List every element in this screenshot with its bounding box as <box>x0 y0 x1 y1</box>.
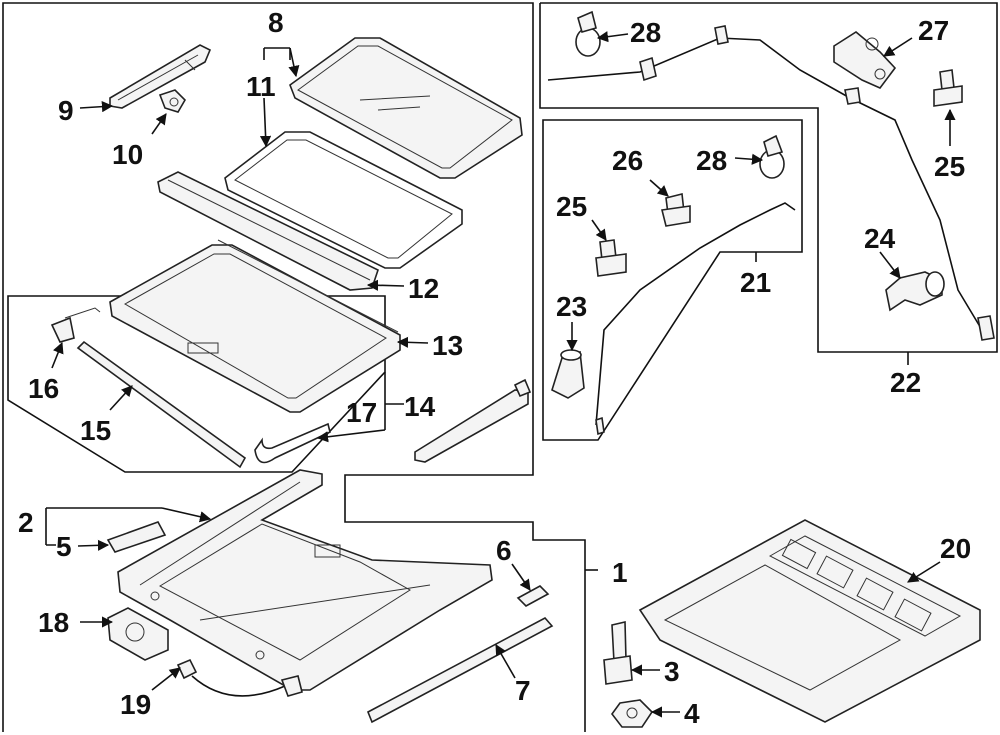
part-2-frame-assembly <box>117 469 493 691</box>
callout-28-top: 28 <box>630 17 661 48</box>
part-28-clip-mid <box>759 134 785 179</box>
callout-4: 4 <box>684 698 700 729</box>
part-7-trim-strip <box>366 616 554 724</box>
callout-labels: 1 2 3 4 5 6 7 8 9 10 11 12 13 14 15 16 1… <box>18 7 971 729</box>
part-25-clip-mid <box>595 239 627 277</box>
part-26-clip <box>661 193 691 227</box>
callout-16: 16 <box>28 373 59 404</box>
callout-22: 22 <box>890 367 921 398</box>
callout-19: 19 <box>120 689 151 720</box>
part-27-connector <box>833 31 897 89</box>
callout-28-mid: 28 <box>696 145 727 176</box>
part-28-clip-top <box>575 10 601 57</box>
callout-6: 6 <box>496 535 512 566</box>
part-19-motor-harness <box>176 658 303 697</box>
callout-25-mid: 25 <box>556 191 587 222</box>
part-3-bolt <box>603 621 633 685</box>
callout-10: 10 <box>112 139 143 170</box>
part-8-glass-panel <box>289 37 523 179</box>
callout-13: 13 <box>432 330 463 361</box>
callout-23: 23 <box>556 291 587 322</box>
callout-9: 9 <box>58 95 74 126</box>
part-23-drain-valve <box>551 349 585 399</box>
callout-5: 5 <box>56 531 72 562</box>
callout-1: 1 <box>612 557 628 588</box>
callout-27: 27 <box>918 15 949 46</box>
part-18-motor <box>107 607 169 661</box>
callout-15: 15 <box>80 415 111 446</box>
part-21-harness <box>595 202 796 436</box>
part-guide-rail-right <box>414 378 532 463</box>
callout-8: 8 <box>268 7 284 38</box>
callout-7: 7 <box>515 675 531 706</box>
part-4-nut <box>611 699 654 728</box>
part-24-grommet <box>885 271 945 312</box>
callout-3: 3 <box>664 656 680 687</box>
callout-24: 24 <box>864 223 896 254</box>
part-20-reinforcement-frame <box>638 519 981 723</box>
part-6-pad <box>516 585 550 607</box>
part-22-harness <box>547 25 995 341</box>
part-5-shim <box>106 521 167 553</box>
part-11-glass-seal <box>224 131 463 269</box>
callout-leaders <box>45 31 956 718</box>
callout-21: 21 <box>740 267 771 298</box>
part-15-sunshade-rail <box>76 340 247 469</box>
part-16-guide-end <box>50 307 101 343</box>
part-17-drain-hose <box>254 422 331 464</box>
callout-26: 26 <box>612 145 643 176</box>
callout-11: 11 <box>246 71 276 102</box>
callout-12: 12 <box>408 273 439 304</box>
callout-25-top: 25 <box>934 151 965 182</box>
callout-17: 17 <box>346 397 377 428</box>
callout-2: 2 <box>18 507 34 538</box>
callout-14: 14 <box>404 391 436 422</box>
callout-18: 18 <box>38 607 69 638</box>
part-10-clip <box>158 89 187 113</box>
part-25-clip-top <box>933 69 963 107</box>
part-13-sunshade-frame <box>109 239 401 413</box>
callout-20: 20 <box>940 533 971 564</box>
part-9-deflector-arm <box>109 44 212 109</box>
